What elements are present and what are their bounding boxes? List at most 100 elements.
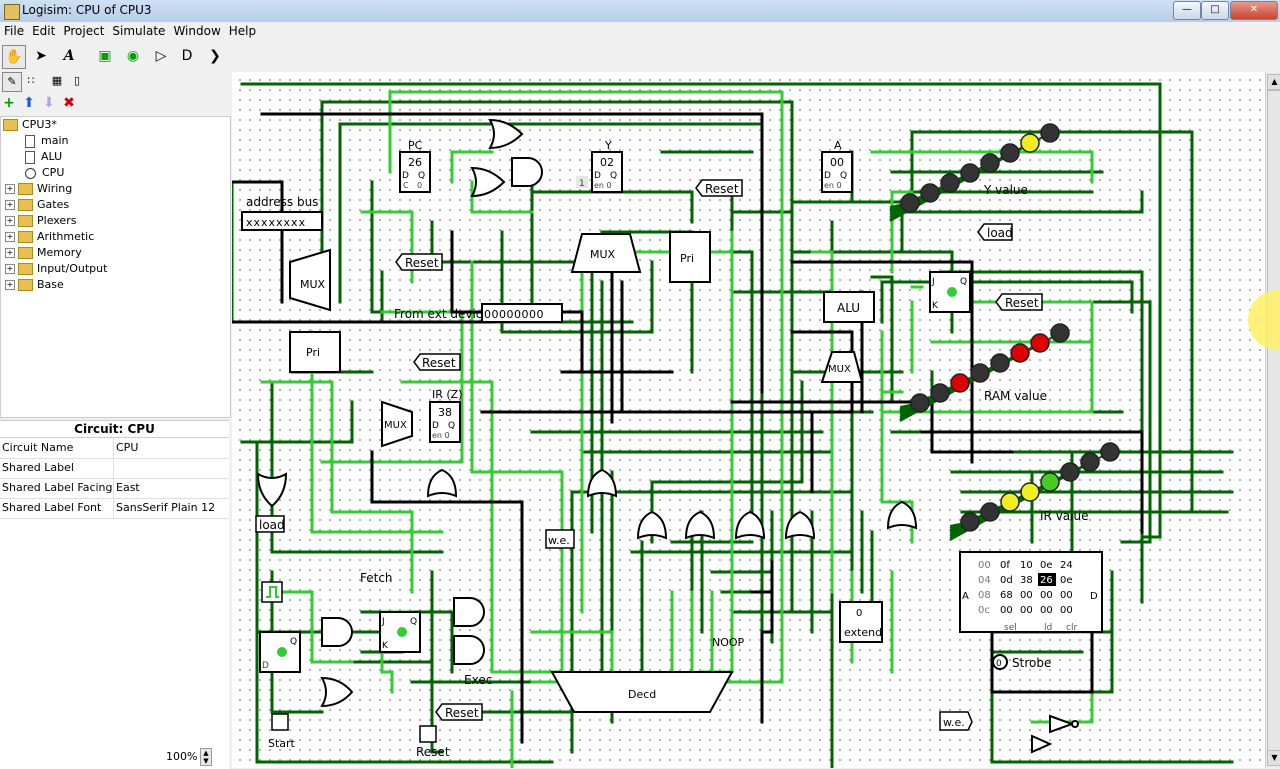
expand-icon[interactable]: +: [5, 216, 15, 226]
start-button[interactable]: Start: [268, 713, 296, 750]
svg-text:D: D: [1090, 591, 1098, 602]
led-indicator: [1000, 143, 1020, 163]
ram-address: 08: [978, 590, 991, 601]
tree-item-plexers[interactable]: +Plexers: [5, 213, 76, 229]
expand-icon[interactable]: +: [5, 200, 15, 210]
ram-address: 04: [978, 575, 991, 586]
move-down-icon[interactable]: ⬇: [43, 95, 55, 111]
zoom-control: 100% ▲▼: [0, 746, 230, 768]
tree-root-label: CPU3*: [22, 118, 57, 131]
maximize-button[interactable]: □: [1201, 1, 1229, 20]
svg-text:extend: extend: [844, 626, 882, 639]
select-tool-icon[interactable]: ➤: [35, 48, 47, 64]
svg-text:MUX: MUX: [590, 248, 616, 261]
vertical-scrollbar[interactable]: ▲ ▼: [1265, 72, 1280, 768]
window-title: Logisim: CPU of CPU3: [22, 3, 152, 17]
tree-item-label: Input/Output: [37, 262, 108, 275]
minimize-button[interactable]: —: [1173, 1, 1201, 20]
tree-root[interactable]: CPU3*: [3, 117, 57, 133]
led-indicator: [1030, 333, 1050, 353]
svg-text:Reset: Reset: [705, 182, 739, 196]
menu-edit[interactable]: Edit: [32, 24, 56, 38]
ram-cell: 10: [1020, 560, 1033, 571]
close-button[interactable]: ✕: [1230, 1, 1278, 20]
and-gate-icon[interactable]: D: [181, 48, 193, 64]
expand-icon[interactable]: +: [5, 184, 15, 194]
ram-cell: 00: [1060, 605, 1073, 616]
alu-block[interactable]: ALU: [823, 291, 875, 323]
zoom-spinner[interactable]: ▲▼: [200, 748, 212, 766]
clock-source[interactable]: [261, 581, 283, 603]
expand-icon[interactable]: +: [5, 232, 15, 242]
move-up-icon[interactable]: ⬆: [23, 95, 35, 111]
circuit-schematic[interactable]: address bus xxxxxxxx From ext device 000…: [232, 72, 1265, 768]
ram-cell: 0f: [1000, 560, 1010, 571]
menu-help[interactable]: Help: [228, 24, 257, 38]
menu-simulate[interactable]: Simulate: [112, 24, 166, 38]
expand-icon[interactable]: +: [5, 280, 15, 290]
tree-item-wiring[interactable]: +Wiring: [5, 181, 72, 197]
menu-file[interactable]: File: [4, 24, 25, 38]
delete-circuit-icon[interactable]: ✖: [63, 95, 75, 111]
edit-appearance-icon[interactable]: ▯: [73, 74, 81, 87]
tree-item-gates[interactable]: +Gates: [5, 197, 69, 213]
simulation-tree-icon[interactable]: ∷: [27, 74, 35, 87]
attr-value[interactable]: East: [116, 481, 140, 494]
svg-text:w.e.: w.e.: [943, 716, 965, 729]
attr-row-shared-label[interactable]: Shared Label: [0, 458, 229, 479]
expand-icon[interactable]: +: [5, 264, 15, 274]
svg-text:Strobe: Strobe: [1012, 656, 1051, 670]
edit-layout-icon[interactable]: ▦: [51, 74, 63, 87]
circuit-icon: [25, 134, 35, 148]
attr-value[interactable]: CPU: [116, 441, 139, 454]
ram-cell: 00: [1020, 605, 1033, 616]
led-indicator: [920, 183, 940, 203]
ext-device-input[interactable]: From ext device 00000000: [394, 303, 563, 323]
tree-item-arithmetic[interactable]: +Arithmetic: [5, 229, 94, 245]
led-indicator: [900, 193, 920, 213]
pri-encoder: Pri: [289, 331, 341, 373]
menu-window[interactable]: Window: [173, 24, 221, 38]
scroll-thumb[interactable]: [1267, 90, 1280, 762]
scroll-up-icon[interactable]: ▲: [1267, 74, 1280, 90]
tree-item-base[interactable]: +Base: [5, 277, 64, 293]
not-gate-icon[interactable]: ▷: [155, 48, 167, 64]
scroll-down-icon[interactable]: ▼: [1267, 750, 1280, 766]
reset-button[interactable]: Reset: [416, 725, 450, 759]
input-pin-icon[interactable]: ▣: [98, 48, 112, 64]
toolbox-view-icon[interactable]: ✎: [2, 72, 22, 92]
svg-text:0: 0: [417, 181, 422, 190]
svg-text:Q: Q: [960, 277, 967, 287]
circuit-canvas[interactable]: address bus xxxxxxxx From ext device 000…: [232, 72, 1265, 768]
output-pin-icon[interactable]: ◉: [126, 48, 140, 64]
tree-item-main[interactable]: main: [25, 133, 68, 149]
tree-item-label: main: [41, 134, 69, 147]
add-circuit-icon[interactable]: +: [3, 95, 15, 111]
svg-text:Start: Start: [268, 737, 296, 750]
svg-text:Reset: Reset: [416, 745, 450, 759]
poke-tool-icon[interactable]: ✋: [2, 45, 26, 69]
zoom-value[interactable]: 100%: [166, 750, 198, 763]
text-tool-icon[interactable]: A: [63, 48, 75, 64]
tree-item-input-output[interactable]: + Input/Output: [5, 261, 107, 277]
or-gate-icon[interactable]: ❯: [209, 48, 221, 64]
tree-item-alu[interactable]: ALU: [25, 149, 62, 165]
attr-value[interactable]: SansSerif Plain 12: [116, 501, 216, 514]
tree-item-cpu[interactable]: CPU: [25, 165, 64, 181]
a-label: A: [834, 139, 842, 152]
folder-icon: [18, 263, 33, 275]
tree-item-memory[interactable]: +Memory: [5, 245, 82, 261]
ram-cell: 38: [1020, 575, 1033, 586]
folder-icon: [18, 247, 33, 259]
jk-flipflops: DQ JKQ JKQ: [259, 271, 971, 673]
expand-icon[interactable]: +: [5, 248, 15, 258]
menu-project[interactable]: Project: [63, 24, 105, 38]
